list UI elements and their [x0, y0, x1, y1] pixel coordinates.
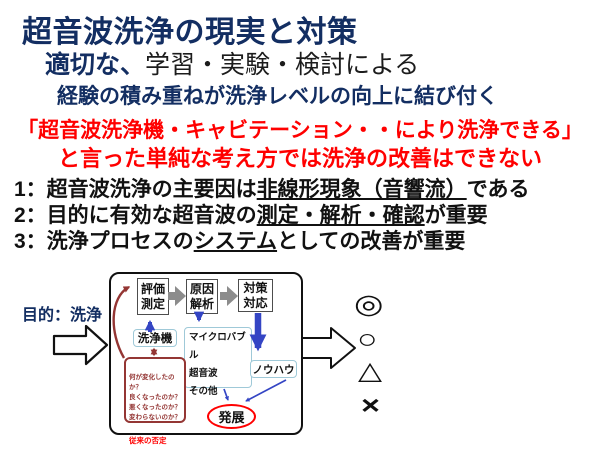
point-3-prefix: 3：洗浄プロセスの: [14, 230, 194, 253]
cleaning-machine-box: 洗浄機: [133, 329, 177, 347]
point-2-prefix: 2：目的に有効な超音波の: [14, 204, 257, 227]
question-box: 何が変化したのか？ 良くなったのか？ 悪くなったのか？ 変わらないのか？ 従来の…: [124, 357, 186, 445]
development-ellipse: 発展: [207, 404, 256, 429]
question-lines: 何が変化したのか？ 良くなったのか？ 悪くなったのか？ 変わらないのか？: [129, 374, 181, 421]
point-1-underlined: 非線形現象（音響流）: [256, 178, 467, 201]
goal-arrow-icon: [52, 324, 109, 366]
point-3-underlined: システム: [193, 230, 278, 253]
double-circle-symbol: ◎: [354, 289, 384, 319]
denial-label: 従来の否定: [129, 436, 167, 445]
triangle-symbol: △: [358, 357, 383, 385]
key-point-3: 3：洗浄プロセスのシステムとしての改善が重要: [14, 229, 529, 255]
point-1-suffix: である: [466, 178, 530, 201]
point-2-suffix: が重要: [424, 204, 488, 227]
key-point-2: 2：目的に有効な超音波の測定・解析・確認が重要: [14, 203, 529, 229]
output-arrow-icon: [303, 327, 356, 369]
key-point-1: 1：超音波洗浄の主要因は非線形現象（音響流）である: [14, 177, 529, 203]
cause-analysis-box: 原因 解析: [186, 279, 218, 314]
subtitle-line1: 適切な、学習・実験・検討による: [45, 45, 419, 81]
countermeasure-box: 対策 対応: [238, 279, 273, 312]
process-frame: [109, 272, 303, 435]
circle-symbol: ○: [357, 324, 378, 354]
knowhow-box: ノウハウ: [250, 360, 297, 378]
evaluation-measurement-box: 評価 測定: [137, 278, 169, 315]
key-points: 1：超音波洗浄の主要因は非線形現象（音響流）である 2：目的に有効な超音波の測定…: [14, 177, 529, 255]
subtitle-rest: 学習・実験・検討による: [145, 51, 420, 79]
warning-line1: 「超音波洗浄機・キャビテーション・・により洗浄できる」: [17, 119, 583, 142]
point-1-prefix: 1：超音波洗浄の主要因は: [14, 178, 257, 201]
goal-label: 目的：洗浄: [22, 307, 103, 324]
cross-symbol: ×: [361, 390, 380, 420]
subtitle-line2: 経験の積み重ねが洗浄レベルの向上に結び付く: [57, 85, 498, 108]
point-3-suffix: としての改善が重要: [277, 230, 466, 253]
subtitle-lead: 適切な、: [45, 51, 146, 79]
warning-line2: と言った単純な考え方では洗浄の改善はできない: [57, 146, 542, 171]
point-2-underlined: 測定・解析・確認: [256, 204, 425, 227]
page-title: 超音波洗浄の現実と対策: [22, 16, 358, 49]
microbubble-ultrasound-box: マイクロバブル 超音波 その他: [184, 327, 252, 397]
